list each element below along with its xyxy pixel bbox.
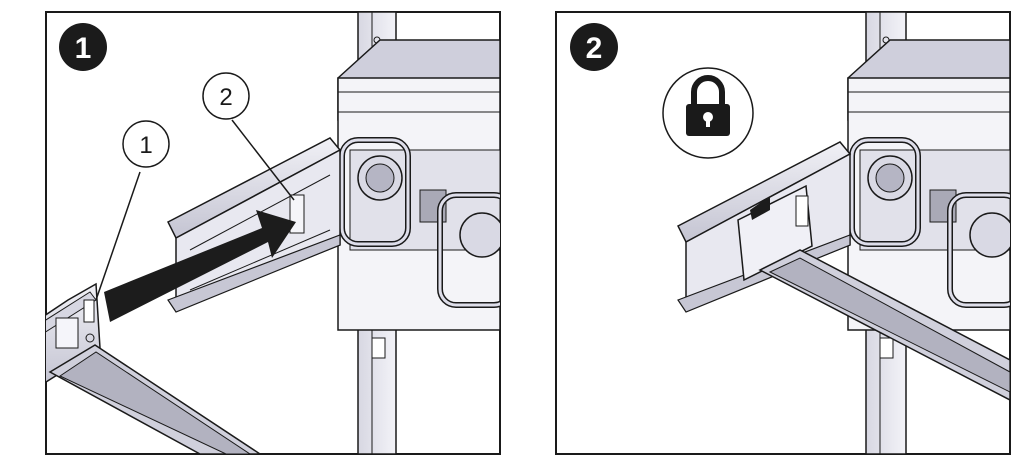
step-1-number: 1 bbox=[75, 32, 92, 65]
step-2-badge: 2 bbox=[570, 23, 618, 71]
cable-connector bbox=[46, 282, 262, 454]
fan-module-2 bbox=[849, 137, 1010, 308]
callout-2-leader bbox=[231, 119, 295, 201]
insert-arrow bbox=[104, 210, 296, 322]
step-2-panel: 2 bbox=[555, 11, 1011, 455]
callout-1-label: 1 bbox=[139, 132, 152, 159]
slide-rail-locked bbox=[676, 141, 1010, 401]
step-1-badge: 1 bbox=[59, 23, 107, 71]
callout-2-label: 2 bbox=[219, 84, 232, 111]
fan-module bbox=[339, 137, 500, 308]
callout-1: 1 bbox=[122, 120, 170, 168]
padlock-locked-icon bbox=[662, 67, 754, 159]
step-2-number: 2 bbox=[586, 32, 603, 65]
callout-1-leader bbox=[95, 171, 141, 301]
callout-2: 2 bbox=[202, 72, 250, 120]
step-1-panel: 1 2 1 bbox=[45, 11, 501, 455]
